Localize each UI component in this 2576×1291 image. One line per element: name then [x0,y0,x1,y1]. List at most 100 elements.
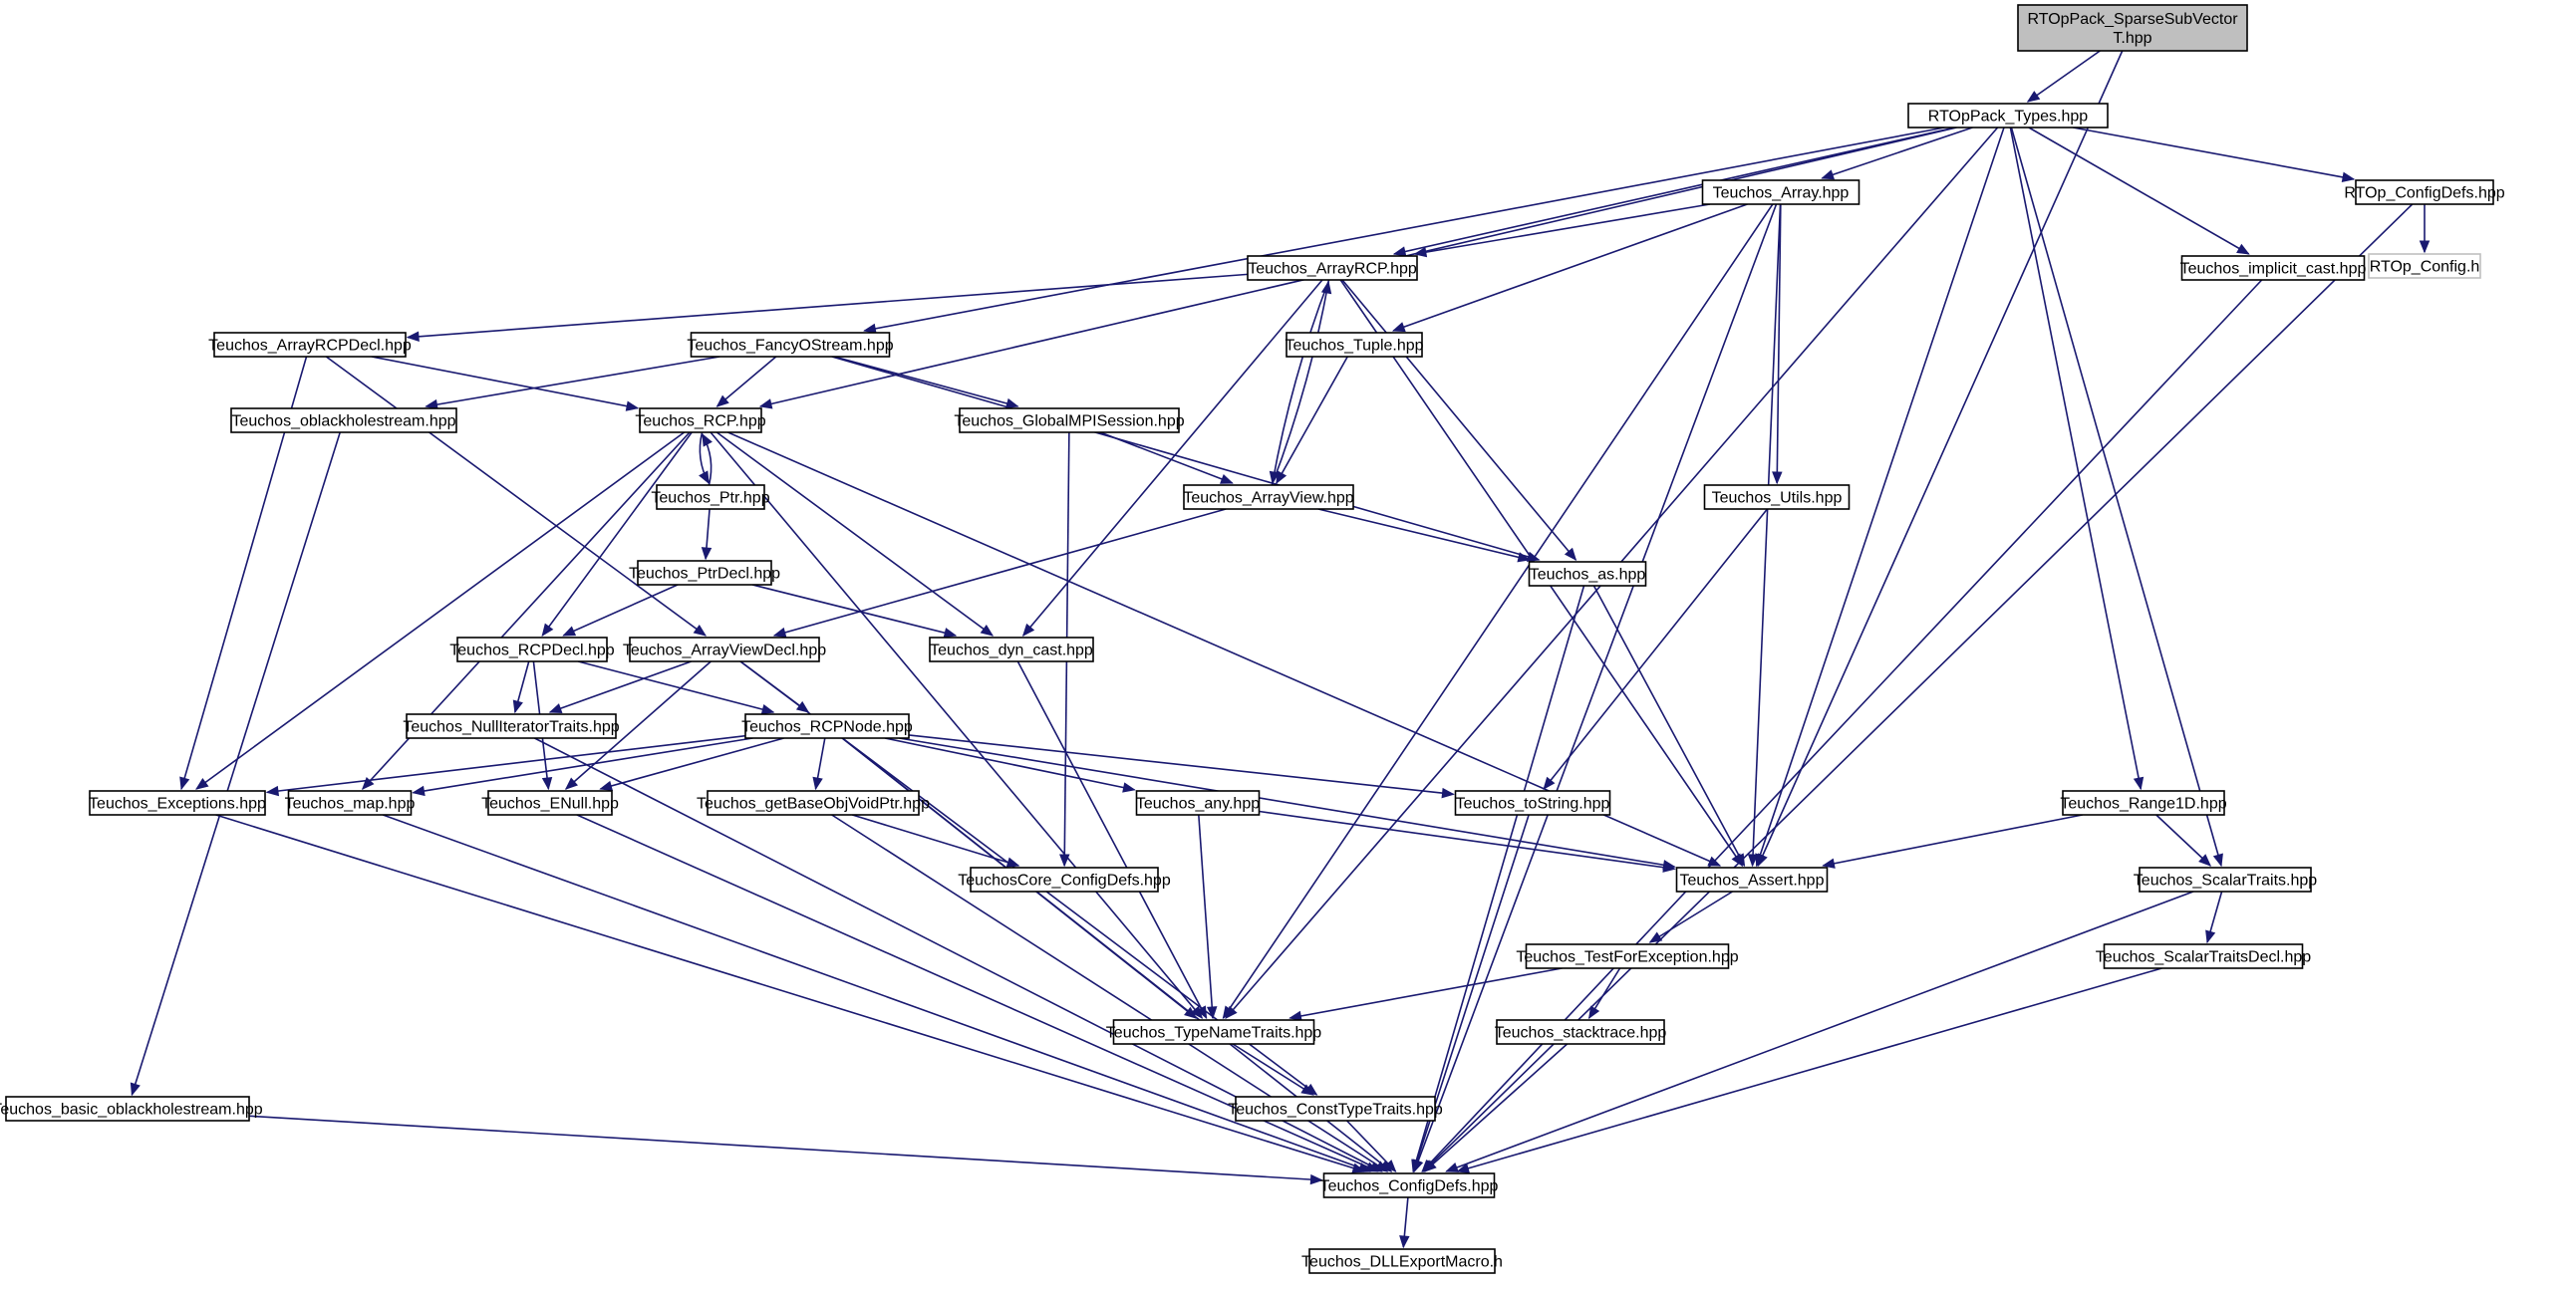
node-box-rtoppack_types [1907,103,2109,129]
node-label-array: Teuchos_Array.hpp [1713,185,1850,202]
node-arrayviewdecl[interactable]: Teuchos_ArrayViewDecl.hpp [623,637,826,662]
node-label-coreconfigdefs: TeuchosCore_ConfigDefs.hpp [958,873,1171,890]
edge-dyn_cast-to-typenametraits [1016,660,1208,1019]
node-box-as [1528,561,1647,587]
arrowhead-rtoppack_types-to-scalartraits [2212,853,2223,868]
edge-rcpdecl-to-rcpnode [577,660,774,713]
node-ptrdecl[interactable]: Teuchos_PtrDecl.hpp [629,560,780,586]
arrowhead-ptr-to-rcp [702,432,713,447]
node-typenametraits[interactable]: Teuchos_TypeNameTraits.hpp [1106,1019,1322,1045]
arrowhead-enull-to-configdefs [1364,1162,1379,1172]
node-rtoppack_types[interactable]: RTOpPack_Types.hpp [1907,103,2109,129]
edge-rtoppack_types-to-rtop_configdefs [2072,127,2355,180]
edge-arrayrcp-to-dyn_cast [1022,279,1323,637]
node-oblackholestream[interactable]: Teuchos_oblackholestream.hpp [230,407,457,433]
edge-rcpnode-to-exceptions [266,734,746,794]
node-map[interactable]: Teuchos_map.hpp [285,790,416,816]
node-label-rtop_config_h: RTOp_Config.h [2370,259,2480,276]
arrowhead-rtoppack_types-to-range1d [2133,776,2145,791]
node-getbaseobjvoidptr[interactable]: Teuchos_getBaseObjVoidPtr.hpp [697,790,930,816]
edge-scalartraitsdecl-to-configdefs [1457,967,2162,1172]
node-rcpdecl[interactable]: Teuchos_RCPDecl.hpp [449,637,615,662]
node-consttypetraits[interactable]: Teuchos_ConstTypeTraits.hpp [1228,1096,1443,1122]
node-enull[interactable]: Teuchos_ENull.hpp [481,790,619,816]
arrowhead-rtoppack_types-to-array [1821,169,1836,180]
node-utils[interactable]: Teuchos_Utils.hpp [1703,484,1851,510]
node-basic_oblackholestream[interactable]: Teuchos_basic_oblackholestream.hpp [0,1096,263,1122]
node-testforexception[interactable]: Teuchos_TestForException.hpp [1516,943,1739,969]
arrowhead-basic_oblackholestream-to-configdefs [1309,1173,1323,1185]
node-range1d[interactable]: Teuchos_Range1D.hpp [2060,790,2227,816]
arrowhead-globalmpisession-to-coreconfigdefs [1059,854,1070,868]
node-implicit_cast[interactable]: Teuchos_implicit_cast.hpp [2180,255,2367,281]
edge-arrayviewdecl-to-nulliteratortraits [549,660,692,713]
node-rtop_configdefs[interactable]: RTOp_ConfigDefs.hpp [2344,179,2505,205]
node-label-utils: Teuchos_Utils.hpp [1712,490,1843,507]
arrowhead-rcpdecl-to-enull [541,776,553,791]
node-dyn_cast[interactable]: Teuchos_dyn_cast.hpp [929,637,1094,662]
node-dllexportmacro[interactable]: Teuchos_DLLExportMacro.h [1301,1248,1503,1274]
node-box-rtop_configdefs [2355,179,2494,205]
node-scalartraitsdecl[interactable]: Teuchos_ScalarTraitsDecl.hpp [2096,943,2312,969]
node-label-tuple: Teuchos_Tuple.hpp [1285,338,1423,355]
node-rtop_config_h: RTOp_Config.h [2368,253,2481,279]
node-arrayview[interactable]: Teuchos_ArrayView.hpp [1183,484,1354,510]
edge-arrayrcp-to-as [1341,279,1576,561]
node-assert[interactable]: Teuchos_Assert.hpp [1675,867,1829,893]
edge-as-to-assert [1592,585,1746,867]
node-box-coreconfigdefs [970,867,1159,893]
edge-fancyostream-to-oblackholestream [426,356,720,407]
edge-array-to-assert [1751,203,1782,867]
node-label-typenametraits: Teuchos_TypeNameTraits.hpp [1106,1025,1322,1042]
node-label-enull: Teuchos_ENull.hpp [481,796,619,813]
node-array[interactable]: Teuchos_Array.hpp [1701,179,1860,205]
node-configdefs[interactable]: Teuchos_ConfigDefs.hpp [1320,1172,1499,1198]
node-fancyostream[interactable]: Teuchos_FancyOStream.hpp [687,332,894,358]
node-globalmpisession[interactable]: Teuchos_GlobalMPISession.hpp [954,407,1185,433]
edge-array-to-configdefs [1413,203,1778,1172]
node-scalartraits[interactable]: Teuchos_ScalarTraits.hpp [2134,867,2317,893]
node-exceptions[interactable]: Teuchos_Exceptions.hpp [89,790,266,816]
node-coreconfigdefs[interactable]: TeuchosCore_ConfigDefs.hpp [958,867,1171,893]
node-tuple[interactable]: Teuchos_Tuple.hpp [1285,332,1424,358]
node-box-arrayview [1183,484,1354,510]
edge-array-to-utils [1776,203,1782,484]
node-label-scalartraitsdecl: Teuchos_ScalarTraitsDecl.hpp [2096,949,2312,966]
arrowhead-scalartraits-to-configdefs [1445,1162,1459,1172]
edge-arrayrcp-to-arrayview [1272,279,1330,484]
edge-utils-to-tostring [1543,508,1769,790]
node-label-basic_oblackholestream: Teuchos_basic_oblackholestream.hpp [0,1102,263,1119]
node-box-map [287,790,413,816]
node-arrayrcpdecl[interactable]: Teuchos_ArrayRCPDecl.hpp [208,332,412,358]
node-stacktrace[interactable]: Teuchos_stacktrace.hpp [1495,1019,1667,1045]
arrowhead-testforexception-to-stacktrace [1587,1005,1600,1020]
node-nulliteratortraits[interactable]: Teuchos_NullIteratorTraits.hpp [403,713,620,739]
node-ptr[interactable]: Teuchos_Ptr.hpp [651,484,770,510]
arrowhead-arrayviewdecl-to-enull [564,777,579,790]
arrowhead-scalartraits-to-scalartraitsdecl [2205,929,2216,944]
node-label-configdefs: Teuchos_ConfigDefs.hpp [1320,1178,1499,1195]
node-box-rcpdecl [456,637,608,662]
edge-map-to-configdefs [382,814,1371,1172]
node-box-array [1701,179,1860,205]
arrowhead-rcpnode-to-exceptions [265,785,280,797]
node-rcpnode[interactable]: Teuchos_RCPNode.hpp [741,713,913,739]
node-as[interactable]: Teuchos_as.hpp [1528,561,1647,587]
node-box-basic_oblackholestream [5,1096,250,1122]
edge-scalartraits-to-configdefs [1446,891,2194,1172]
edge-exceptions-to-configdefs [215,814,1365,1172]
arrowhead-globalmpisession-to-arrayview [1220,473,1234,484]
arrowhead-rtoppack_types-to-rcp [758,398,773,409]
arrowhead-arrayrcpdecl-to-arrayviewdecl [693,624,708,637]
arrowhead-rtop_configdefs-to-rtop_config_h [2419,240,2431,254]
node-tostring[interactable]: Teuchos_toString.hpp [1454,790,1611,816]
edge-rcp-to-typenametraits [710,431,1203,1019]
node-label-rtop_configdefs: RTOp_ConfigDefs.hpp [2344,185,2504,202]
node-any[interactable]: Teuchos_any.hpp [1135,790,1261,816]
node-label-testforexception: Teuchos_TestForException.hpp [1516,949,1738,966]
node-arrayrcp[interactable]: Teuchos_ArrayRCP.hpp [1247,255,1418,281]
node-box-fancyostream [690,332,891,358]
node-rcp[interactable]: Teuchos_RCP.hpp [635,407,766,433]
